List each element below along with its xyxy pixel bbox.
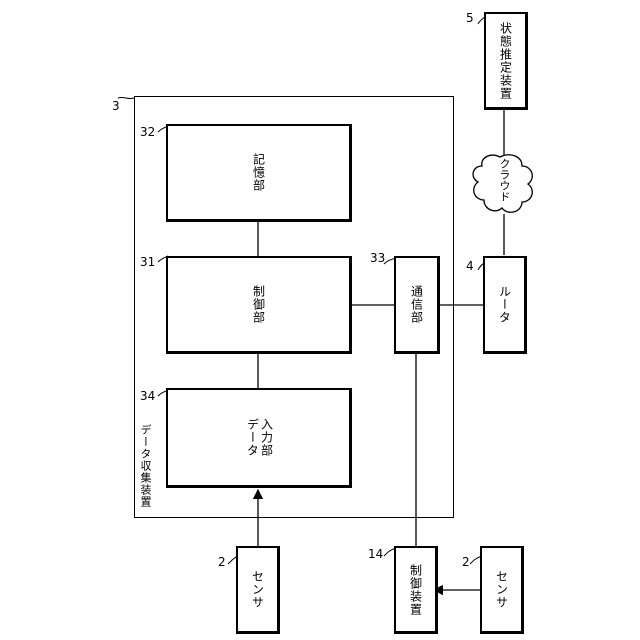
sensor-b: センサ — [480, 546, 524, 634]
ref-31: 31 — [140, 256, 155, 268]
ref-5: 5 — [466, 12, 474, 24]
data-input-unit: データ 入力部 — [166, 388, 352, 488]
data-input-label-line1: データ — [246, 418, 260, 457]
ref-4: 4 — [466, 260, 474, 272]
controller-device: 制御装置 — [394, 546, 438, 634]
control-unit: 制御部 — [166, 256, 352, 354]
ref-32: 32 — [140, 126, 155, 138]
ref-34: 34 — [140, 390, 155, 402]
sensor-a-label: センサ — [251, 570, 265, 609]
state-estimation-label: 状態推定装置 — [499, 22, 513, 100]
router-label: ルータ — [498, 285, 512, 324]
data-input-label-line2: 入力部 — [260, 418, 274, 457]
router: ルータ — [483, 256, 527, 354]
ref-3: 3 — [112, 100, 120, 112]
ref-14: 14 — [368, 548, 383, 560]
state-estimation-device: 状態推定装置 — [484, 12, 528, 110]
sensor-a: センサ — [236, 546, 280, 634]
data-collector-label: データ収集装置 — [138, 424, 152, 508]
ref-2-sensor-a: 2 — [218, 556, 226, 568]
storage-unit-label: 記憶部 — [252, 153, 266, 192]
control-unit-label: 制御部 — [252, 285, 266, 324]
cloud-label: クラウド — [497, 158, 511, 202]
ref-2-sensor-b: 2 — [462, 556, 470, 568]
controller-device-label: 制御装置 — [409, 564, 423, 616]
leader-3 — [118, 97, 134, 98]
storage-unit: 記憶部 — [166, 124, 352, 222]
communication-unit-label: 通信部 — [410, 285, 424, 324]
sensor-b-label: センサ — [495, 570, 509, 609]
ref-33: 33 — [370, 252, 385, 264]
communication-unit: 通信部 — [394, 256, 440, 354]
